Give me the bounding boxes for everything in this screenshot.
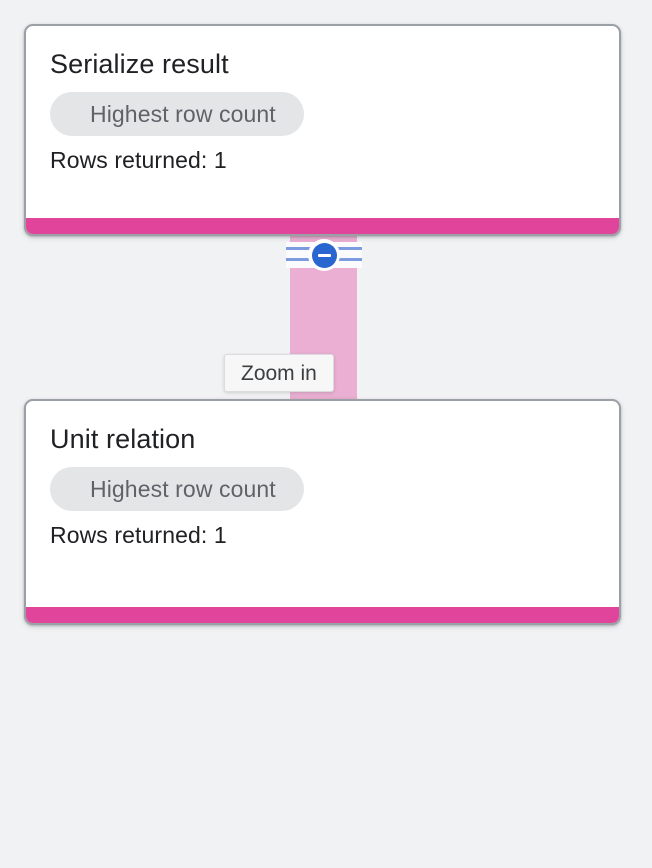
node-accent-bar <box>26 607 619 623</box>
node-rows-returned: Rows returned: 1 <box>50 522 227 548</box>
node-title: Unit relation <box>50 424 196 454</box>
zoom-in-tooltip: Zoom in <box>224 354 334 392</box>
minus-icon[interactable] <box>308 239 340 271</box>
node-rows-returned: Rows returned: 1 <box>50 147 227 173</box>
node-card-body: Serialize result Highest row count Rows … <box>26 26 619 174</box>
minus-icon-bar <box>317 253 331 257</box>
node-title: Serialize result <box>50 49 229 79</box>
node-accent-bar <box>26 218 619 234</box>
node-card[interactable]: Unit relation Highest row count Rows ret… <box>24 399 621 625</box>
edge-control-cluster[interactable] <box>286 239 362 271</box>
node-metric-chip[interactable]: Highest row count <box>50 467 304 511</box>
minus-icon-disc <box>311 242 337 268</box>
node-card[interactable]: Serialize result Highest row count Rows … <box>24 24 621 236</box>
node-metric-chip[interactable]: Highest row count <box>50 92 304 136</box>
node-card-body: Unit relation Highest row count Rows ret… <box>26 401 619 549</box>
